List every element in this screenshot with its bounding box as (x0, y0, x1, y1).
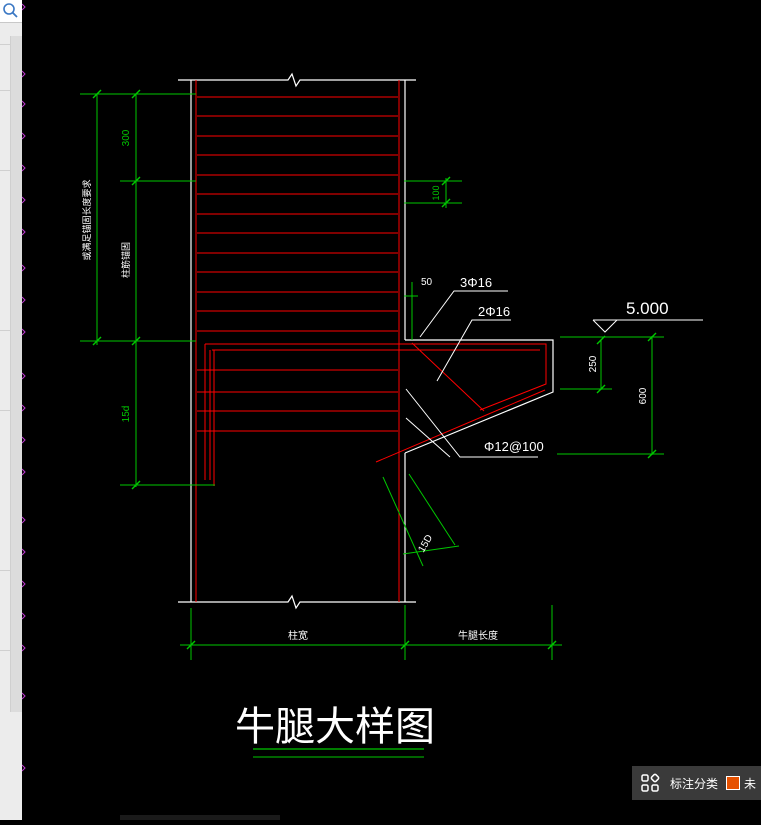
dimension-lines (80, 93, 664, 660)
panel-divider (0, 90, 10, 91)
search-icon (3, 3, 18, 18)
dimension-ticks (92, 89, 657, 650)
label-anchor-long: 或满足锚固长度要求 (81, 179, 93, 260)
panel-scrollbar[interactable] (10, 36, 22, 712)
dim-300: 300 (121, 129, 132, 146)
panel-divider (0, 570, 10, 571)
label-anchor-short: 柱筋锚固 (120, 242, 132, 278)
panel-divider (0, 410, 10, 411)
dim-15d-right: 15D (416, 533, 435, 554)
panel-divider (0, 650, 10, 651)
annotation-category-label[interactable]: 标注分类 (670, 776, 719, 791)
stirrup-label: Φ12@100 (484, 439, 544, 454)
panel-divider (0, 44, 10, 45)
corbel-outline (404, 339, 554, 454)
panel-edge (21, 0, 26, 820)
panel-divider (0, 330, 10, 331)
dim-15d-left: 15d (121, 406, 132, 423)
column-outline (178, 72, 416, 610)
cad-canvas[interactable]: 300 或满足锚固长度要求 柱筋锚固 15d 100 50 3Φ16 2Φ16 … (26, 0, 761, 820)
dim-column-width: 柱宽 (288, 629, 308, 642)
leader-lines (405, 290, 703, 458)
corbel-rebar (204, 342, 547, 486)
grid-icon[interactable] (638, 771, 662, 795)
category-name[interactable]: 未 (744, 776, 757, 791)
dim-50: 50 (421, 277, 433, 288)
left-side-panel (0, 0, 26, 820)
dim-600: 600 (638, 387, 649, 404)
search-button[interactable] (0, 0, 22, 23)
elevation-label: 5.000 (626, 299, 669, 318)
column-rebar (195, 80, 400, 602)
expand-markers (21, 3, 26, 772)
rebar-mid-label: 2Φ16 (478, 304, 510, 319)
panel-divider (0, 170, 10, 171)
dim-250: 250 (588, 355, 599, 372)
drawing-title: 牛腿大样图 (235, 704, 435, 750)
annotation-category-bar[interactable]: 标注分类 未 (632, 766, 761, 800)
dim-corbel-length: 牛腿长度 (458, 629, 498, 642)
bottom-strip (120, 815, 280, 820)
rebar-top-label: 3Φ16 (460, 275, 492, 290)
category-color-swatch[interactable] (726, 776, 741, 790)
dim-100: 100 (431, 185, 441, 200)
